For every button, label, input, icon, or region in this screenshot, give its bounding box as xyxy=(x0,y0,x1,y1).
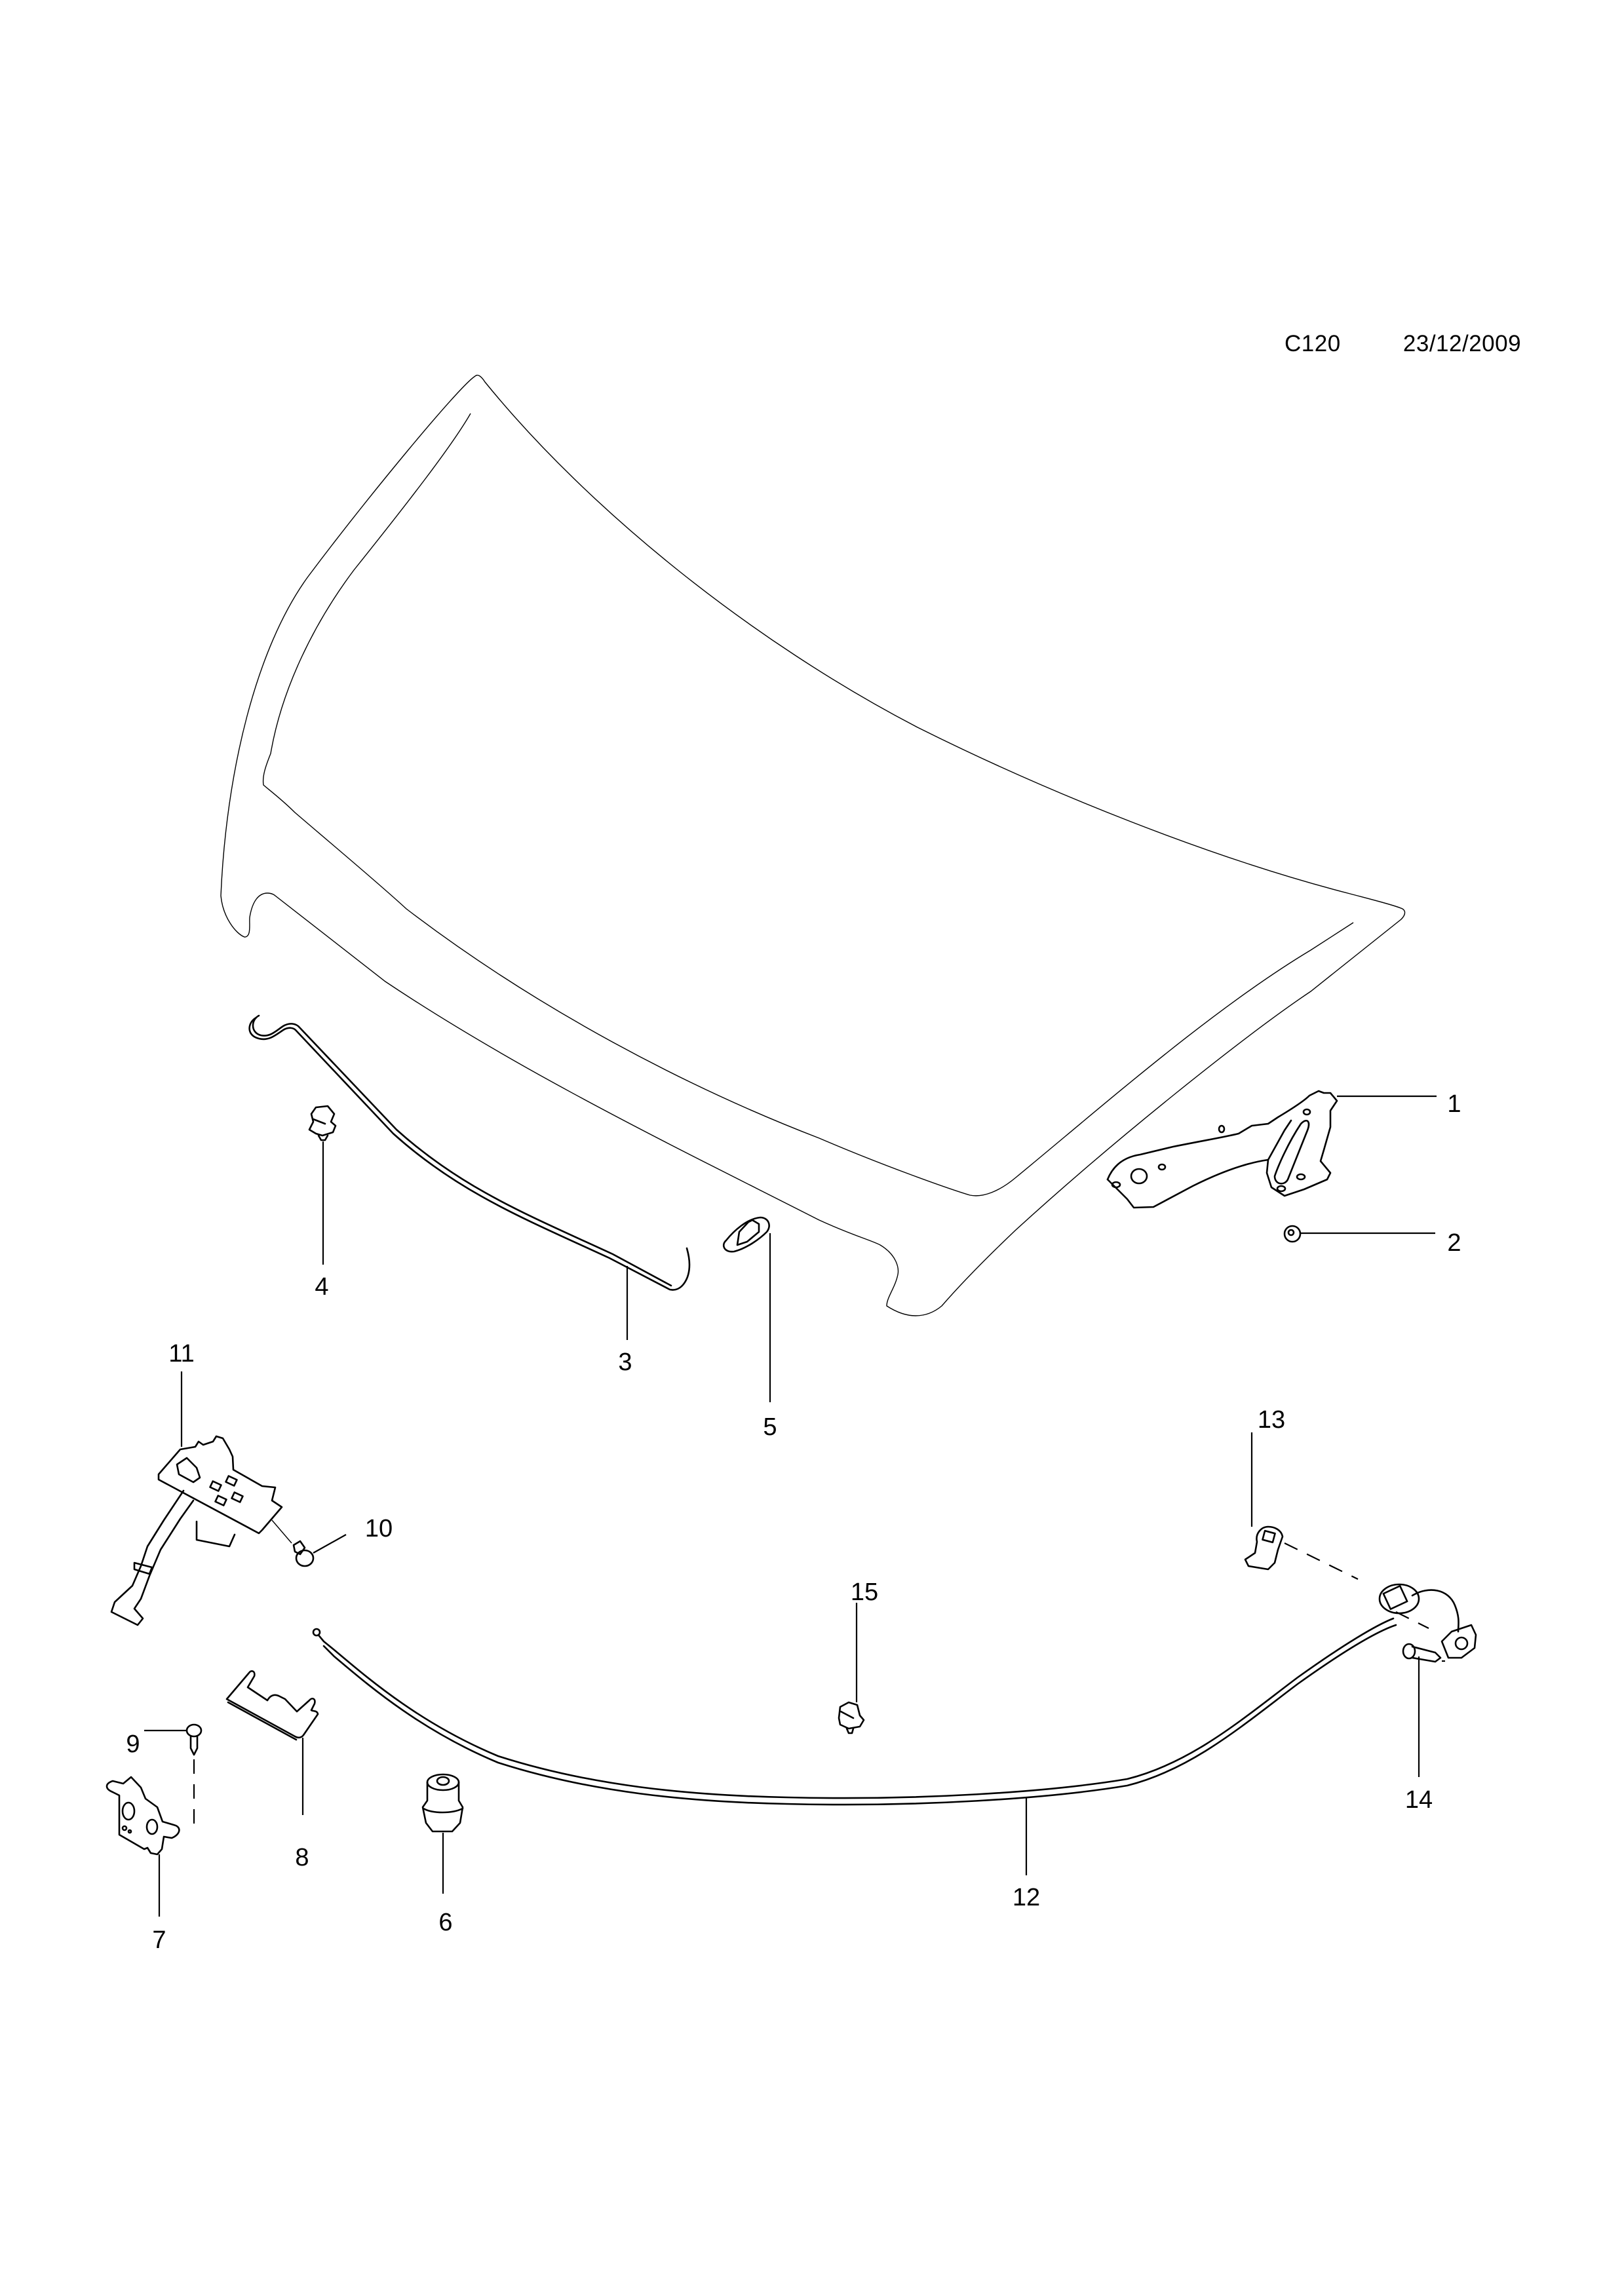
callout-3[interactable]: 3 xyxy=(618,1349,632,1376)
callout-1[interactable]: 1 xyxy=(1447,1090,1461,1118)
callout-2[interactable]: 2 xyxy=(1447,1229,1461,1257)
hood-prop-rod[interactable] xyxy=(248,1016,691,1291)
callout-5[interactable]: 5 xyxy=(763,1413,777,1441)
lock-bracket[interactable] xyxy=(225,1670,319,1741)
handle-axis xyxy=(1284,1542,1359,1580)
page-code: C120 xyxy=(1285,331,1341,356)
release-lever-housing[interactable] xyxy=(1378,1583,1477,1659)
screw-9[interactable] xyxy=(185,1723,203,1756)
drawing-header: C120 23/12/2009 xyxy=(1285,331,1521,357)
housing-axis xyxy=(1395,1611,1429,1629)
hood-prop-rod-edge xyxy=(252,1014,672,1287)
hood-inner-outline xyxy=(262,413,1354,1196)
bolt-10[interactable] xyxy=(292,1540,315,1567)
callout-6[interactable]: 6 xyxy=(438,1909,453,1936)
callout-10[interactable]: 10 xyxy=(364,1515,393,1542)
hood-bumper[interactable] xyxy=(421,1773,464,1833)
hood-lock-striker[interactable] xyxy=(106,1776,180,1856)
callout-14[interactable]: 14 xyxy=(1404,1786,1433,1814)
release-cable[interactable] xyxy=(312,1617,1397,1806)
hood-outer-outline xyxy=(220,374,1406,1316)
prop-rod-clip[interactable] xyxy=(308,1105,337,1141)
callout-15[interactable]: 15 xyxy=(850,1578,879,1606)
hinge-nut[interactable] xyxy=(1283,1225,1302,1243)
callout-7[interactable]: 7 xyxy=(152,1926,166,1954)
callout-12[interactable]: 12 xyxy=(1012,1884,1041,1911)
hood-hinge[interactable] xyxy=(1106,1090,1338,1209)
leader-10 xyxy=(313,1534,347,1554)
callout-8[interactable]: 8 xyxy=(295,1844,309,1871)
prop-rod-holder[interactable] xyxy=(723,1216,770,1253)
screw-14[interactable] xyxy=(1402,1643,1442,1663)
release-handle[interactable] xyxy=(1244,1525,1284,1571)
cable-clip[interactable] xyxy=(838,1701,865,1734)
callout-4[interactable]: 4 xyxy=(315,1273,329,1301)
callout-11[interactable]: 11 xyxy=(168,1340,195,1368)
latch-bolt-axis xyxy=(271,1520,292,1544)
callout-13[interactable]: 13 xyxy=(1257,1406,1286,1434)
hood-panel xyxy=(220,374,1406,1316)
hood-latch-assembly[interactable] xyxy=(110,1435,283,1626)
callout-9[interactable]: 9 xyxy=(126,1731,140,1758)
page-date: 23/12/2009 xyxy=(1402,331,1522,356)
